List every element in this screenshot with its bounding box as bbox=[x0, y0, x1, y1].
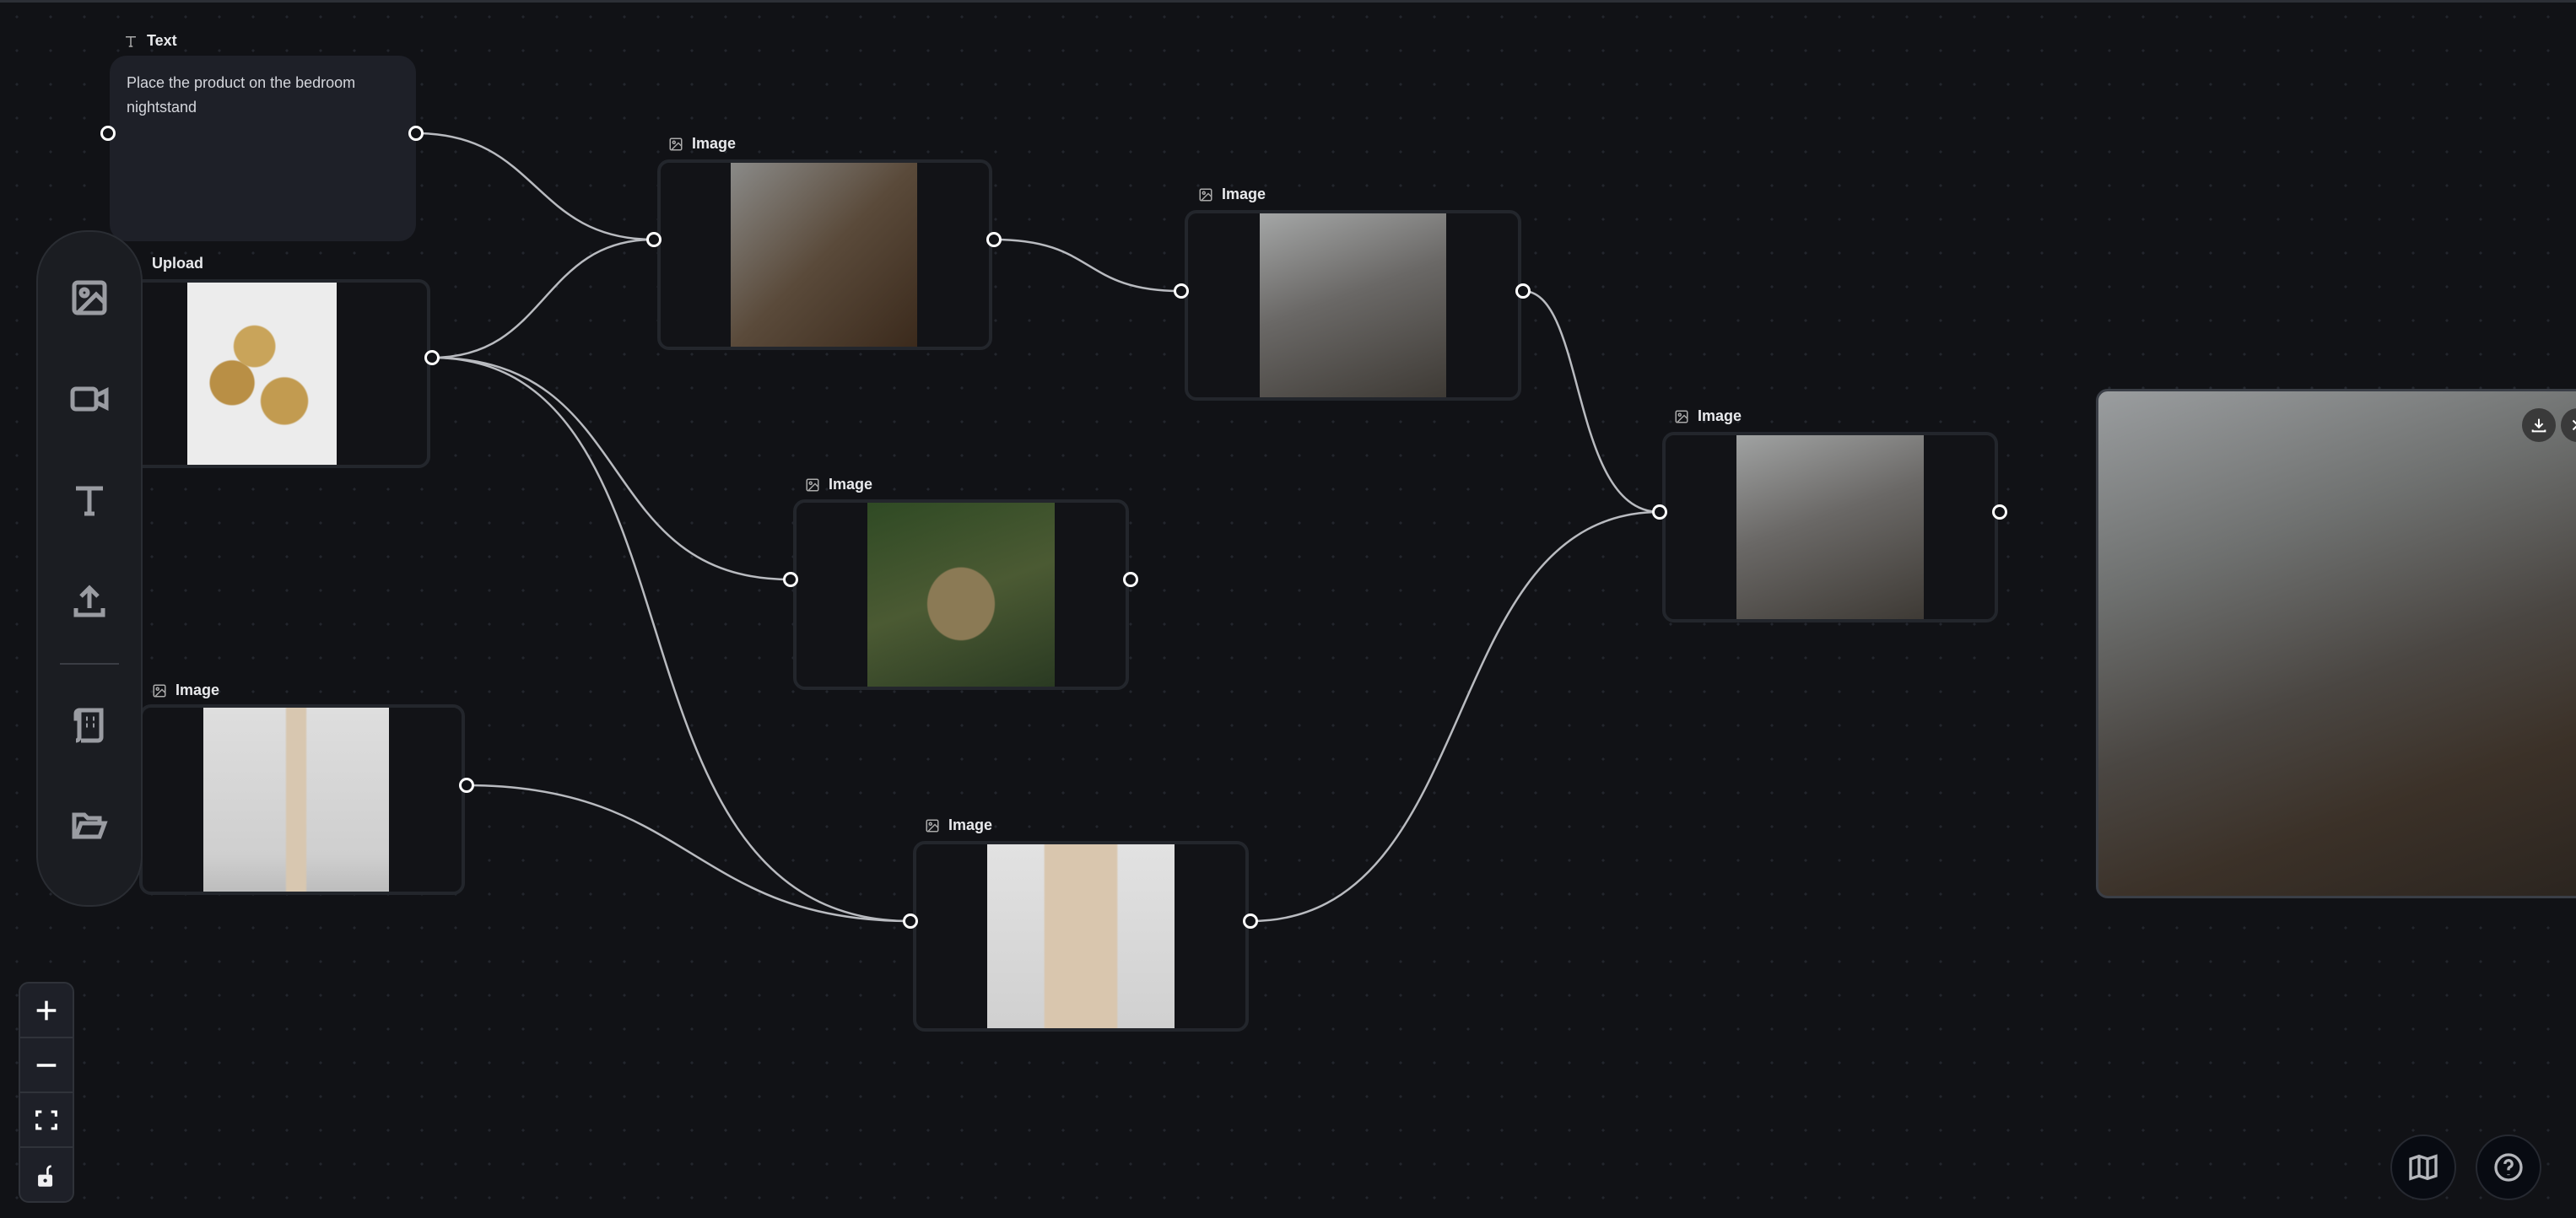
image-node-2[interactable] bbox=[1185, 210, 1521, 401]
text-node-output-port[interactable] bbox=[408, 126, 424, 141]
generated-image bbox=[1260, 213, 1446, 397]
text-node[interactable]: Place the product on the bedroom nightst… bbox=[110, 56, 416, 241]
text-icon bbox=[126, 35, 136, 47]
generated-image bbox=[203, 708, 389, 892]
image-node-4-output-port[interactable] bbox=[459, 778, 474, 793]
image-icon bbox=[1675, 410, 1688, 423]
download-button[interactable] bbox=[2522, 408, 2556, 442]
template-icon bbox=[73, 708, 104, 743]
image-node-6-input-port[interactable] bbox=[1652, 504, 1667, 520]
label-text: Image bbox=[829, 476, 873, 493]
image-icon bbox=[926, 819, 939, 832]
plus-icon bbox=[36, 1000, 57, 1020]
edge-text-to-image1 bbox=[415, 132, 655, 241]
help-icon bbox=[2494, 1153, 2523, 1182]
add-text-button[interactable] bbox=[64, 477, 115, 523]
product-image bbox=[187, 283, 337, 465]
close-button[interactable] bbox=[2561, 408, 2576, 442]
image-node-1-input-port[interactable] bbox=[646, 232, 662, 247]
upload-button[interactable] bbox=[64, 579, 115, 625]
image-icon bbox=[1199, 188, 1212, 201]
edge-upload-to-image3 bbox=[431, 356, 791, 581]
top-border bbox=[0, 0, 2576, 3]
generated-image bbox=[731, 163, 917, 347]
image-node-3-output-port[interactable] bbox=[1123, 572, 1138, 587]
image-preview bbox=[2096, 389, 2576, 898]
upload-node[interactable] bbox=[110, 279, 430, 468]
image-node-2-input-port[interactable] bbox=[1174, 283, 1189, 299]
open-folder-button[interactable] bbox=[64, 804, 115, 850]
add-image-button[interactable] bbox=[64, 274, 115, 321]
label-text: Image bbox=[1698, 407, 1742, 424]
minus-icon bbox=[36, 1063, 57, 1067]
minimap-button[interactable] bbox=[2390, 1134, 2456, 1200]
image-node-6-output-port[interactable] bbox=[1992, 504, 2007, 520]
image-node-1-label: Image bbox=[668, 135, 736, 153]
image-node-1-output-port[interactable] bbox=[986, 232, 1002, 247]
unlock-icon bbox=[38, 1164, 53, 1187]
edge-upload-to-image5 bbox=[431, 356, 911, 923]
zoom-controls bbox=[19, 982, 74, 1203]
label-text: Text bbox=[147, 32, 177, 49]
fit-view-icon bbox=[35, 1110, 57, 1129]
add-video-button[interactable] bbox=[64, 375, 115, 422]
image-node-1[interactable] bbox=[657, 159, 992, 350]
text-node-label: Text bbox=[123, 32, 177, 50]
generated-image bbox=[1736, 435, 1924, 619]
label-text: Upload bbox=[152, 255, 203, 272]
sidebar-divider bbox=[60, 662, 119, 665]
image-node-5-input-port[interactable] bbox=[903, 914, 918, 929]
image-node-6-label: Image bbox=[1674, 407, 1742, 425]
lock-toggle[interactable] bbox=[20, 1148, 73, 1201]
image-node-5-output-port[interactable] bbox=[1243, 914, 1258, 929]
image-node-6[interactable] bbox=[1662, 432, 1998, 622]
close-icon bbox=[2572, 419, 2576, 431]
text-node-input-port[interactable] bbox=[100, 126, 116, 141]
generated-image bbox=[987, 844, 1175, 1028]
image-node-2-label: Image bbox=[1198, 186, 1266, 203]
edge-upload-to-image1 bbox=[431, 238, 655, 359]
image-node-2-output-port[interactable] bbox=[1515, 283, 1531, 299]
zoom-out-button[interactable] bbox=[20, 1038, 73, 1093]
generated-image bbox=[867, 503, 1055, 687]
image-node-3-label: Image bbox=[805, 476, 872, 493]
image-icon bbox=[153, 684, 166, 697]
zoom-in-button[interactable] bbox=[20, 984, 73, 1038]
upload-node-output-port[interactable] bbox=[424, 350, 440, 365]
upload-icon bbox=[73, 585, 105, 617]
label-text: Image bbox=[948, 816, 993, 833]
image-icon bbox=[806, 478, 819, 491]
edge-image1-to-image2 bbox=[993, 238, 1182, 293]
edge-image5-to-image6 bbox=[1250, 510, 1661, 923]
label-text: Image bbox=[692, 135, 737, 152]
label-text: Image bbox=[1222, 186, 1266, 202]
image-node-3[interactable] bbox=[793, 499, 1129, 690]
fit-view-button[interactable] bbox=[20, 1093, 73, 1148]
image-icon bbox=[72, 280, 107, 315]
text-icon bbox=[76, 486, 103, 516]
folder-icon bbox=[72, 812, 108, 839]
image-node-5-label: Image bbox=[925, 816, 992, 834]
image-node-4[interactable] bbox=[139, 704, 465, 895]
sidebar-toolbar bbox=[36, 230, 143, 907]
edge-image4-to-image5 bbox=[466, 784, 911, 923]
image-node-3-input-port[interactable] bbox=[783, 572, 798, 587]
help-button[interactable] bbox=[2476, 1134, 2541, 1200]
upload-node-label: Upload bbox=[152, 255, 203, 272]
image-icon bbox=[669, 137, 683, 150]
map-icon bbox=[2409, 1154, 2438, 1181]
image-node-4-label: Image bbox=[152, 682, 219, 699]
download-icon bbox=[2531, 418, 2546, 433]
image-node-5[interactable] bbox=[913, 841, 1249, 1032]
templates-button[interactable] bbox=[64, 703, 115, 749]
edge-image2-to-image6 bbox=[1522, 289, 1661, 514]
video-icon bbox=[70, 386, 109, 412]
text-node-content[interactable]: Place the product on the bedroom nightst… bbox=[127, 74, 356, 116]
label-text: Image bbox=[176, 682, 220, 698]
